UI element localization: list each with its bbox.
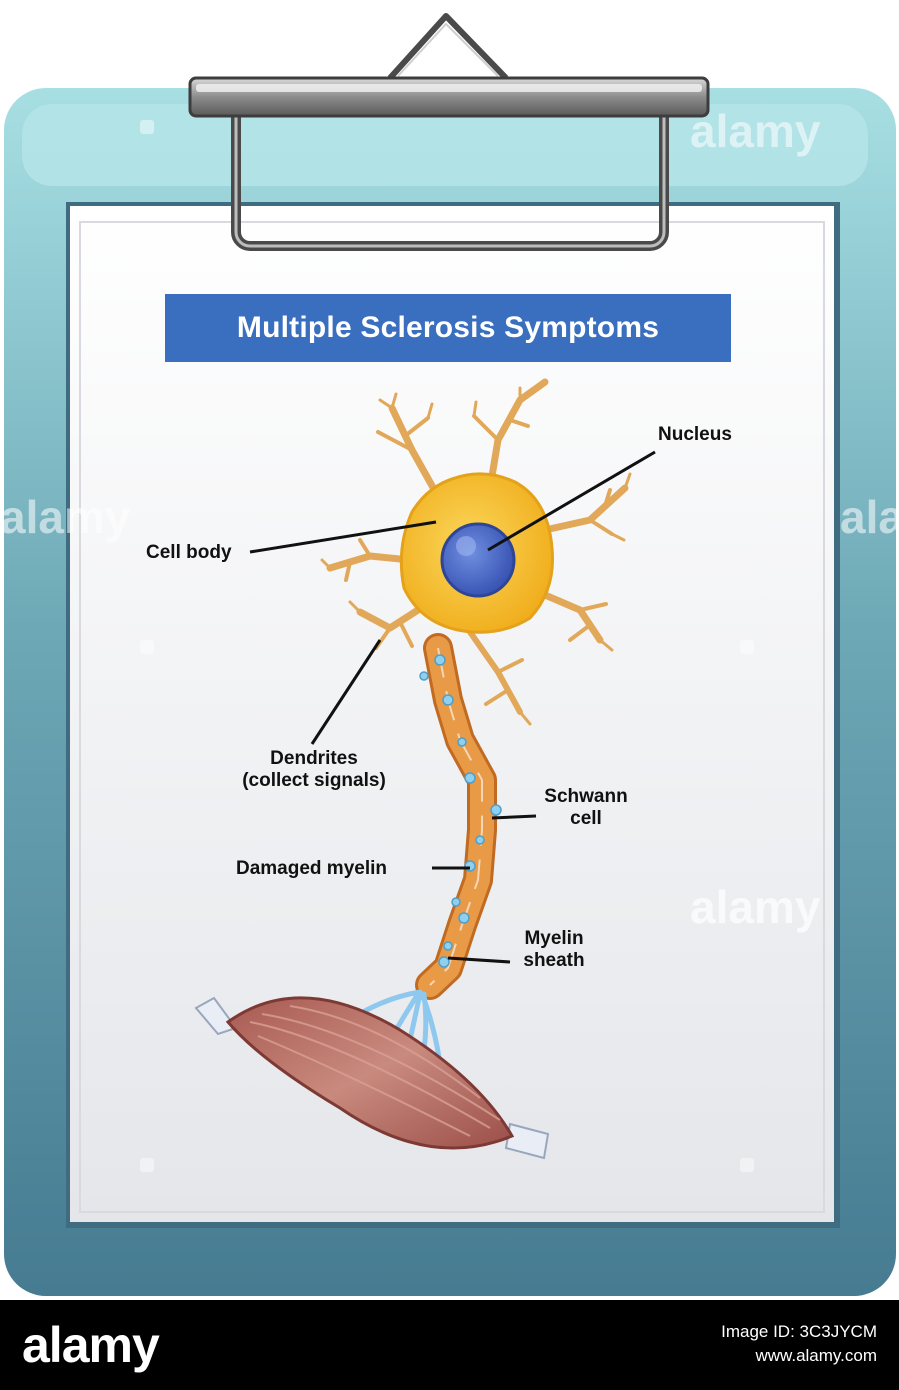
- label-myelin-sheath: Myelin sheath: [506, 928, 602, 972]
- label-dendrites-line2: (collect signals): [242, 770, 386, 791]
- footer-image-id: Image ID: 3C3JYCM: [721, 1322, 877, 1341]
- watermark-brand-left: alamy: [0, 491, 131, 543]
- footer-info: Image ID: 3C3JYCM www.alamy.com: [721, 1320, 877, 1368]
- clip-icon: [188, 13, 710, 251]
- diagram-title: Multiple Sclerosis Symptoms: [165, 294, 731, 362]
- nucleus-highlight: [456, 536, 476, 556]
- label-myelin-line1: Myelin: [524, 928, 584, 949]
- label-dendrites-line1: Dendrites: [270, 748, 358, 769]
- footer-site: www.alamy.com: [755, 1346, 877, 1365]
- dendrites-illustration: [320, 378, 632, 726]
- leader-lines: [249, 450, 656, 964]
- label-damaged-myelin: Damaged myelin: [236, 858, 387, 879]
- label-cell-body: Cell body: [146, 542, 232, 563]
- watermark-brand-mid: alamy: [690, 881, 821, 933]
- paper-inner-border: [79, 221, 825, 1213]
- nucleus-shape: [440, 522, 516, 598]
- label-schwann-line1: Schwann: [544, 786, 628, 807]
- label-dendrites: Dendrites (collect signals): [222, 748, 406, 792]
- footer-bar: [0, 1300, 899, 1390]
- axon-illustration: [415, 633, 502, 1000]
- watermark-marks: [140, 120, 754, 1172]
- watermark-brand-right: alamy: [840, 491, 899, 543]
- watermark-brand-top: alamy: [690, 105, 821, 157]
- muscle-illustration: [194, 996, 550, 1160]
- label-schwann-cell: Schwann cell: [528, 786, 644, 830]
- footer-logo: alamy: [22, 1317, 160, 1373]
- label-myelin-line2: sheath: [523, 950, 585, 971]
- label-nucleus: Nucleus: [658, 424, 732, 445]
- label-schwann-line2: cell: [570, 808, 602, 829]
